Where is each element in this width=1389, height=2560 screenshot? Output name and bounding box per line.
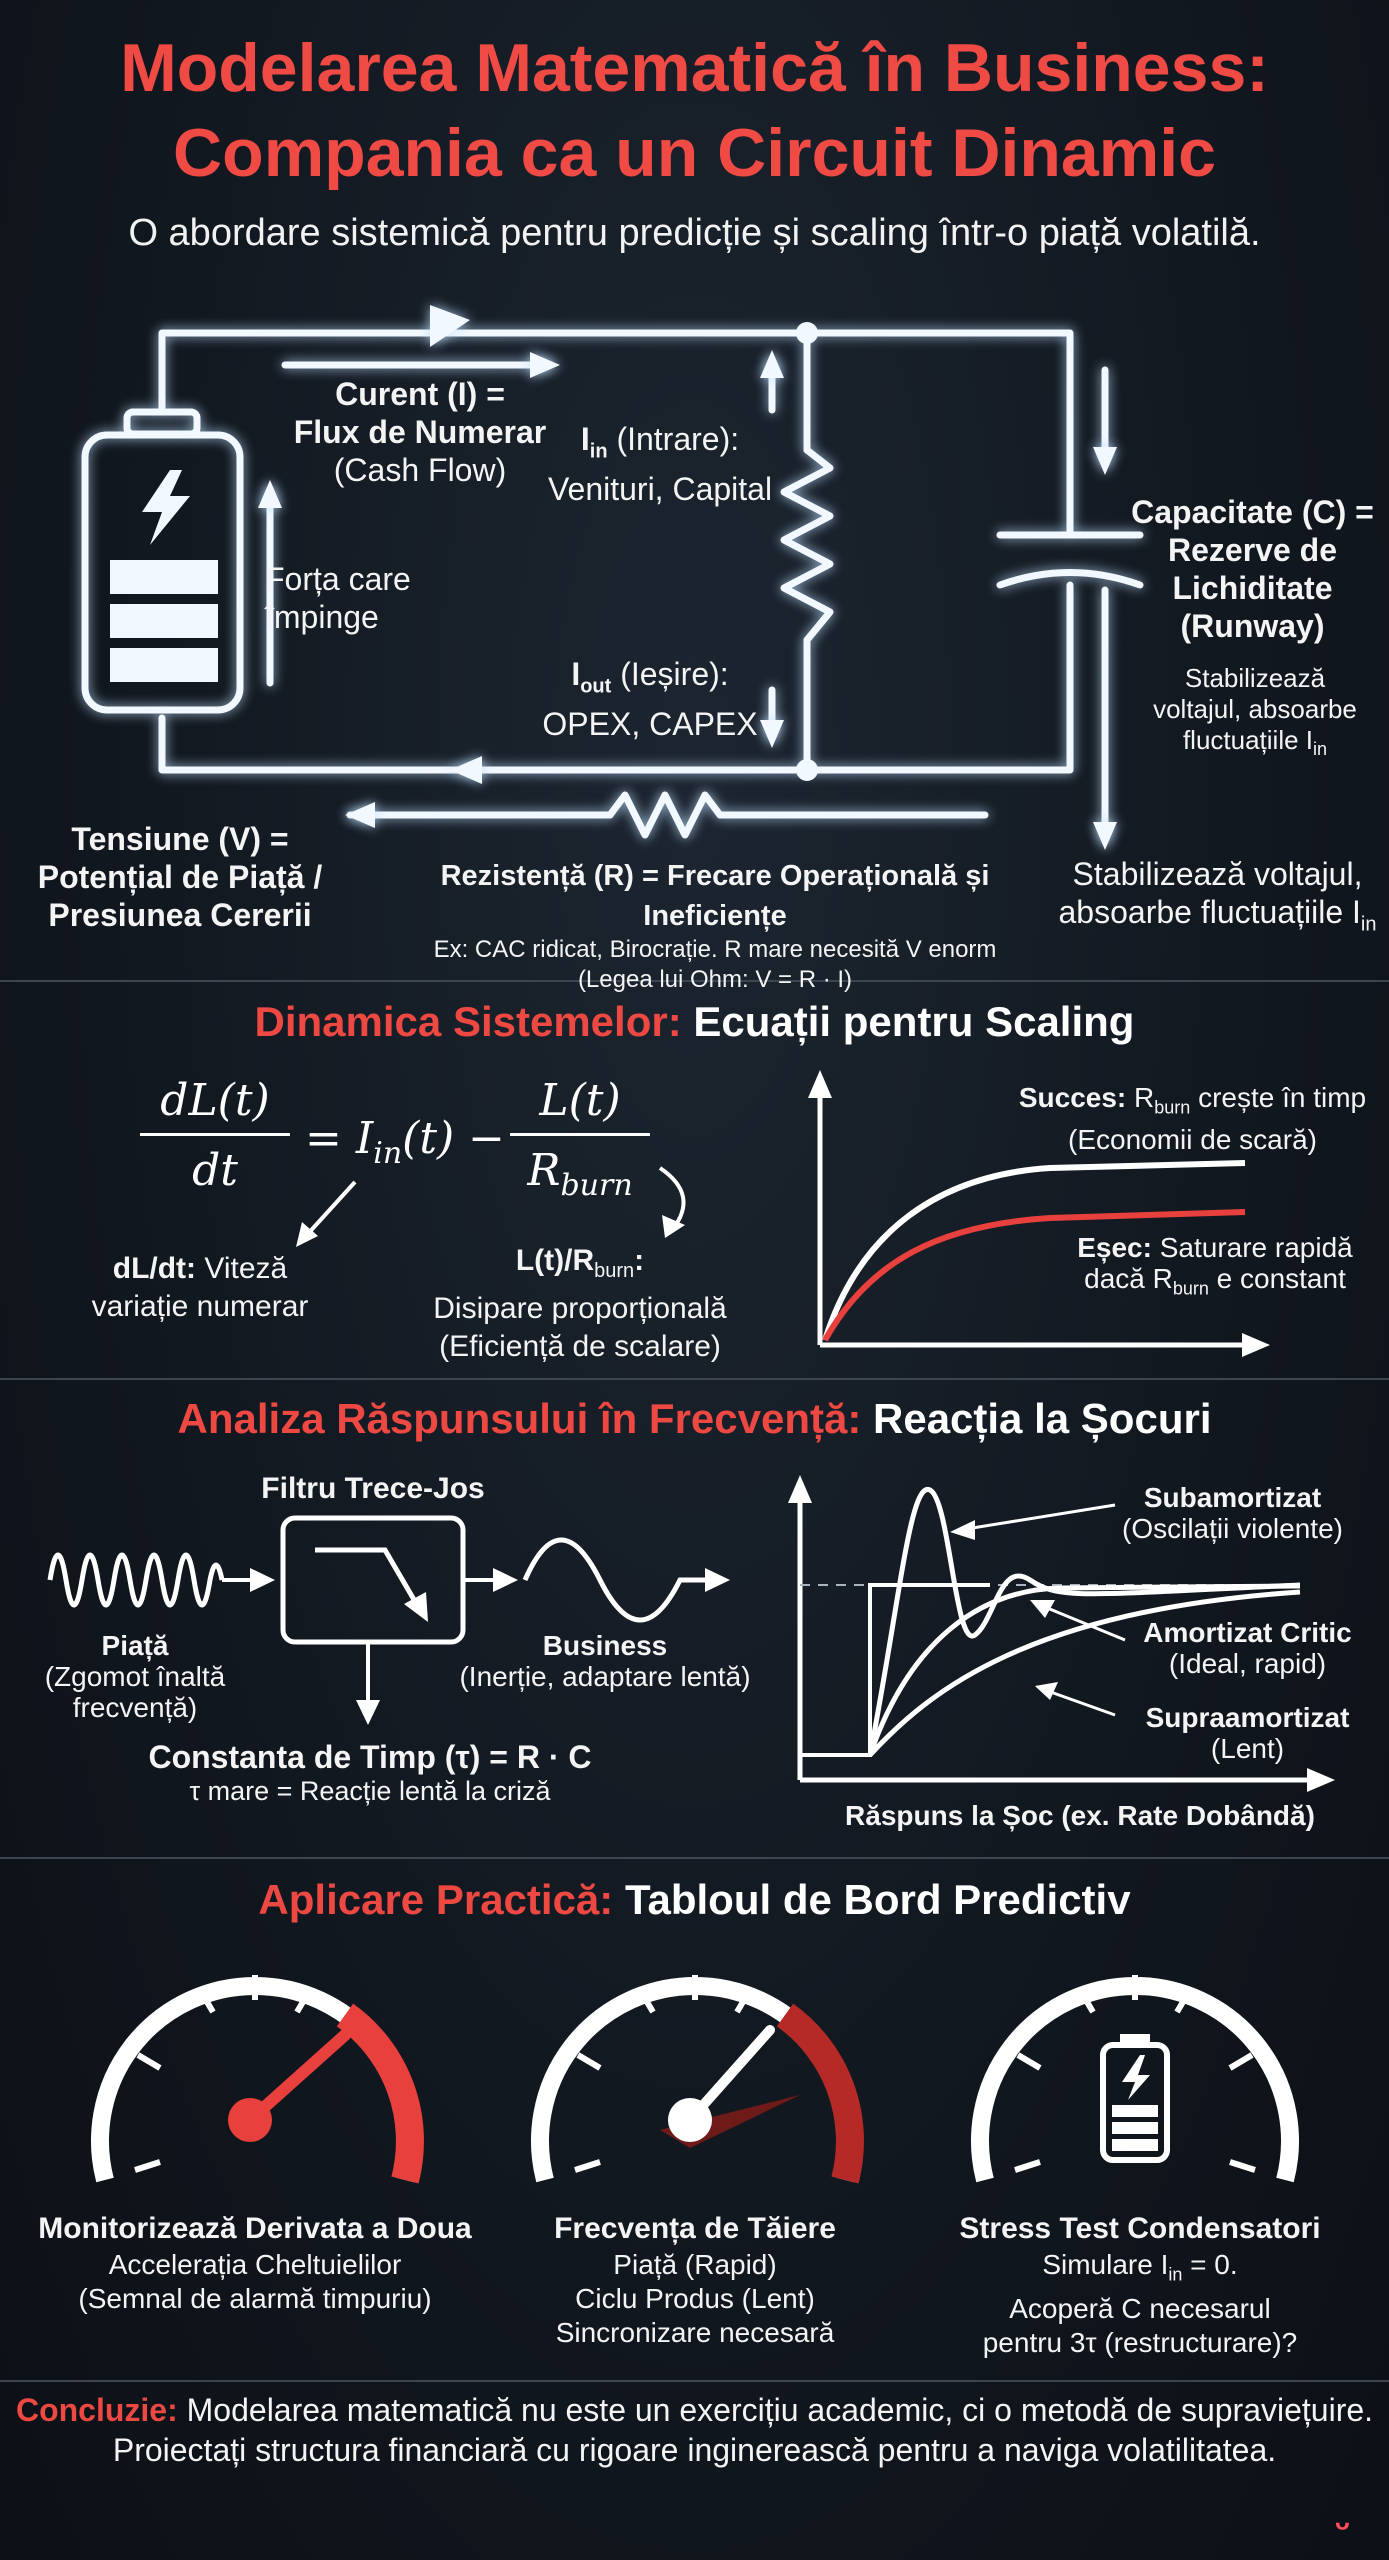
page-title: Modelarea Matematică în Business:	[120, 30, 1269, 106]
ratio-label: L(t)/Rburn:Disipare proporțională(Eficie…	[433, 1244, 727, 1363]
gauge-3-caption: Stress Test Condensatori Simulare Iin = …	[959, 2212, 1321, 2358]
practical-heading: Aplicare Practică: Tabloul de Bord Predi…	[258, 1876, 1131, 1923]
capacitor-plate-bottom	[996, 569, 1144, 589]
business-label: Business(Inerție, adaptare lentă)	[459, 1630, 751, 1692]
critical-curve	[867, 1583, 1301, 1756]
growth-chart-axes	[817, 1085, 1255, 1348]
noisy-wave	[47, 1552, 225, 1608]
iout-label: Iout (Ieșire):OPEX, CAPEX	[542, 656, 758, 743]
gauge-2	[531, 1975, 864, 2184]
dynamics-heading: Dinamica Sistemelor: Ecuații pentru Scal…	[254, 998, 1135, 1045]
stabilize-label: Stabilizează voltajul,absoarbe fluctuați…	[1058, 856, 1377, 936]
overdamped-curve	[868, 1589, 1301, 1757]
gauge-1	[91, 1975, 424, 2184]
shock-chart-axes	[797, 1490, 1320, 1783]
critical-label: Amortizat Critic(Ideal, rapid)	[1143, 1617, 1352, 1679]
page-title-line2: Compania ca un Circuit Dinamic	[173, 115, 1216, 191]
iin-label: Iin (Intrare):Venituri, Capital	[547, 421, 773, 508]
junction-dots	[796, 322, 818, 781]
overdamped-label: Supraamortizat(Lent)	[1145, 1702, 1350, 1764]
filter-label: Filtru Trece-Jos	[261, 1472, 485, 1505]
gauge-1-caption: Monitorizează Derivata a Doua Accelerați…	[38, 2212, 472, 2314]
shock-caption: Răspuns la Șoc (ex. Rate Dobândă)	[845, 1800, 1315, 1831]
arrowheads	[258, 305, 1117, 850]
underdamped-curve	[867, 1487, 1301, 1756]
lightning-icon	[1122, 2055, 1150, 2100]
success-curve	[822, 1160, 1246, 1341]
voltage-label: Tensiune (V) =Potențial de Piață /Presiu…	[37, 821, 323, 933]
underdamped-label: Subamortizat(Oscilații violente)	[1122, 1482, 1343, 1544]
frequency-heading: Analiza Răspunsului în Frecvență: Reacți…	[177, 1395, 1212, 1442]
resistance-label: Rezistență (R) = Frecare Operațională și…	[433, 860, 997, 993]
conclusion: Concluzie: Modelarea matematică nu este …	[15, 2392, 1374, 2468]
page-subtitle: O abordare sistemică pentru predicție și…	[128, 212, 1261, 254]
gauge-2-caption: Frecvența de Tăiere Piață (Rapid) Ciclu …	[554, 2212, 836, 2348]
time-constant-label: Constanta de Timp (τ) = R · C τ mare = R…	[148, 1739, 592, 1806]
filter-box	[280, 1515, 466, 1645]
fail-curve	[822, 1209, 1246, 1342]
shock-callout-lines	[959, 1503, 1126, 1717]
brand-logo-icon: ᵕ	[1335, 2505, 1350, 2546]
success-label: Succes: Rburn crește în timp(Economii de…	[1018, 1082, 1367, 1155]
smooth-wave	[522, 1537, 710, 1623]
resistor-vertical	[780, 446, 834, 644]
resistor-horizontal	[606, 791, 724, 839]
circuit-wires	[81, 329, 1144, 844]
current-label: Curent (I) =Flux de Numerar(Cash Flow)	[293, 376, 547, 488]
battery-cells	[110, 470, 218, 682]
lightning-icon	[142, 470, 190, 545]
gauge-3	[971, 1975, 1299, 2183]
